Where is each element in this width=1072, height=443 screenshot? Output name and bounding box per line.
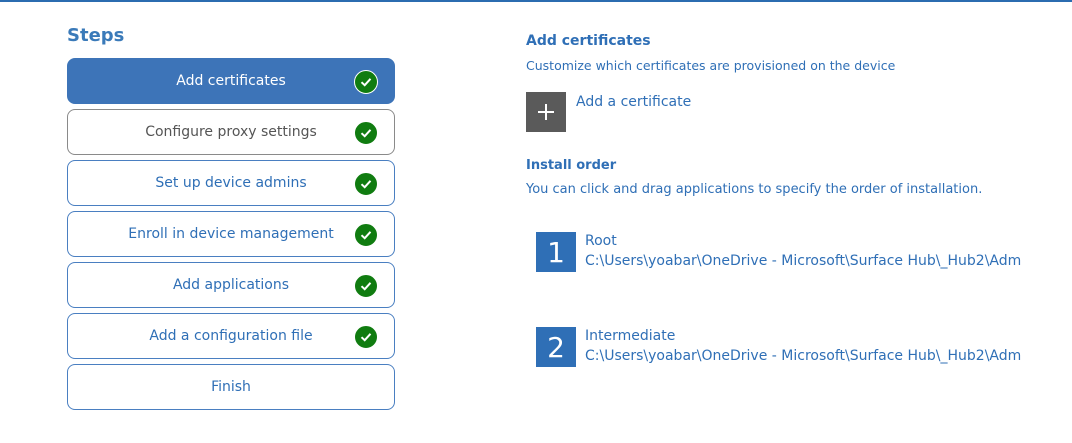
- steps-heading: Steps: [67, 25, 125, 46]
- step-add-a-configuration-file[interactable]: Add a configuration file: [67, 313, 395, 359]
- step-configure-proxy-settings[interactable]: Configure proxy settings: [67, 109, 395, 155]
- page-subtitle: Customize which certificates are provisi…: [526, 58, 896, 73]
- checkmark-circle-icon: [354, 121, 378, 145]
- checkmark-circle-icon: [354, 223, 378, 247]
- certificate-name: Intermediate: [585, 328, 676, 344]
- install-order-item[interactable]: 2 Intermediate C:\Users\yoabar\OneDrive …: [536, 327, 1022, 369]
- step-add-applications[interactable]: Add applications: [67, 262, 395, 308]
- step-label: Add a configuration file: [149, 328, 313, 344]
- certificate-path: C:\Users\yoabar\OneDrive - Microsoft\Sur…: [585, 348, 1022, 364]
- checkmark-circle-icon: [354, 325, 378, 349]
- step-enroll-in-device-management[interactable]: Enroll in device management: [67, 211, 395, 257]
- certificate-name: Root: [585, 233, 617, 249]
- step-label: Enroll in device management: [128, 226, 334, 242]
- page-title: Add certificates: [526, 33, 651, 49]
- step-add-certificates[interactable]: Add certificates: [67, 58, 395, 104]
- certificate-path: C:\Users\yoabar\OneDrive - Microsoft\Sur…: [585, 253, 1022, 269]
- step-label: Add applications: [172, 277, 290, 293]
- order-number-badge: 2: [536, 327, 576, 367]
- install-order-item[interactable]: 1 Root C:\Users\yoabar\OneDrive - Micros…: [536, 232, 1022, 274]
- step-label: Set up device admins: [155, 175, 307, 191]
- step-finish[interactable]: Finish: [67, 364, 395, 410]
- add-certificate-link[interactable]: Add a certificate: [576, 94, 692, 110]
- install-order-description: You can click and drag applications to s…: [526, 182, 983, 197]
- plus-icon: [538, 104, 554, 120]
- step-label: Configure proxy settings: [145, 124, 317, 140]
- checkmark-circle-icon: [354, 70, 378, 94]
- checkmark-circle-icon: [354, 172, 378, 196]
- step-label: Finish: [211, 379, 251, 395]
- step-label: Add certificates: [176, 73, 286, 89]
- top-border: [0, 0, 1072, 2]
- add-certificate-button[interactable]: [526, 92, 566, 132]
- step-set-up-device-admins[interactable]: Set up device admins: [67, 160, 395, 206]
- checkmark-circle-icon: [354, 274, 378, 298]
- order-number-badge: 1: [536, 232, 576, 272]
- install-order-heading: Install order: [526, 158, 617, 173]
